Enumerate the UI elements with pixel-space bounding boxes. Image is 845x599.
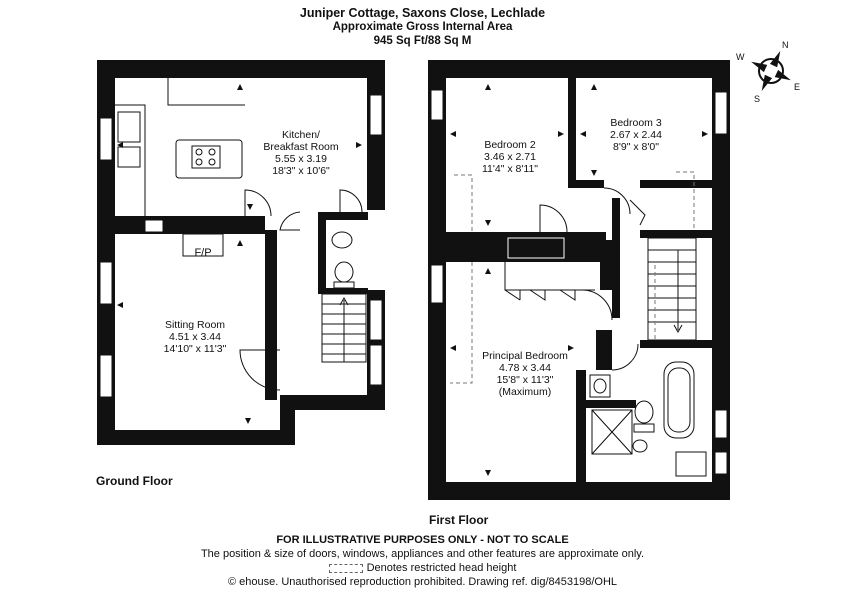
bedroom-3-imperial: 8'9" x 8'0": [613, 141, 659, 153]
ground-floor-windows: [99, 94, 383, 398]
bedroom-2-name: Bedroom 2: [484, 139, 536, 151]
principal-bedroom-imperial: 15'8" x 11'3": [496, 374, 554, 386]
restricted-height-legend-text: Denotes restricted head height: [366, 562, 517, 574]
bedroom-3-name: Bedroom 3: [610, 117, 662, 129]
fireplace-label: F/P: [194, 247, 212, 259]
first-floor-stairs: [647, 237, 697, 341]
bedroom-3-metric: 2.67 x 2.44: [610, 129, 662, 141]
principal-bedroom-label: Principal Bedroom 4.78 x 3.44 15'8" x 11…: [470, 350, 580, 398]
approximation-note: The position & size of doors, windows, a…: [200, 548, 645, 560]
wardrobe-doors: [504, 262, 595, 301]
copyright-notice: © ehouse. Unauthorised reproduction proh…: [227, 576, 618, 588]
ground-floor-wc: [331, 231, 355, 289]
chimney-breast: [507, 237, 565, 259]
bedroom-2-imperial: 11'4" x 8'11": [481, 163, 539, 175]
ground-floor-label: Ground Floor: [96, 474, 173, 488]
compass-rose-icon: [751, 51, 791, 91]
bathroom-fixtures: [589, 361, 707, 477]
compass-west-label: W: [736, 52, 745, 62]
restricted-head-height-lines: [450, 171, 695, 384]
first-floor-label: First Floor: [429, 513, 489, 527]
bedroom-2-metric: 3.46 x 2.71: [484, 151, 536, 163]
area-title: Approximate Gross Internal Area: [332, 21, 513, 33]
disclaimer-heading: FOR ILLUSTRATIVE PURPOSES ONLY - NOT TO …: [276, 534, 569, 546]
sitting-room-label: Sitting Room 4.51 x 3.44 14'10" x 11'3": [140, 319, 250, 355]
compass-north-label: N: [782, 40, 789, 50]
area-value: 945 Sq Ft/88 Sq M: [373, 35, 472, 47]
property-address: Juniper Cottage, Saxons Close, Lechlade: [299, 6, 546, 20]
sitting-room-metric: 4.51 x 3.44: [169, 331, 221, 343]
sitting-room-name: Sitting Room: [164, 319, 226, 331]
bedroom-2-label: Bedroom 2 3.46 x 2.71 11'4" x 8'11": [460, 139, 560, 175]
kitchen-units: [115, 78, 245, 216]
kitchen-imperial: 18'3" x 10'6": [272, 165, 330, 177]
first-floor-windows: [430, 89, 728, 475]
first-floor-walls: [428, 60, 730, 500]
sitting-room-imperial: 14'10" x 11'3": [163, 343, 227, 355]
ground-floor-stairs: [321, 293, 367, 363]
principal-bedroom-metric: 4.78 x 3.44: [499, 362, 551, 374]
first-floor-dimension-markers: [450, 84, 708, 476]
kitchen-name-line1: Kitchen/: [282, 129, 320, 141]
principal-bedroom-name: Principal Bedroom: [482, 350, 568, 362]
compass-south-label: S: [754, 94, 761, 104]
ground-floor-doors: [239, 189, 363, 391]
principal-bedroom-note: (Maximum): [498, 386, 552, 398]
kitchen-name-line2: Breakfast Room: [263, 141, 339, 153]
kitchen-label: Kitchen/ Breakfast Room 5.55 x 3.19 18'3…: [246, 129, 356, 177]
first-floor-doors: [539, 187, 646, 371]
restricted-height-legend-swatch: [328, 563, 363, 573]
legend-row: Denotes restricted head height: [0, 562, 845, 574]
bedroom-3-label: Bedroom 3 2.67 x 2.44 8'9" x 8'0": [586, 117, 686, 153]
kitchen-metric: 5.55 x 3.19: [275, 153, 327, 165]
fireplace-box: [182, 233, 224, 257]
compass-east-label: E: [794, 82, 801, 92]
ground-floor-dimension-markers: [117, 84, 362, 424]
